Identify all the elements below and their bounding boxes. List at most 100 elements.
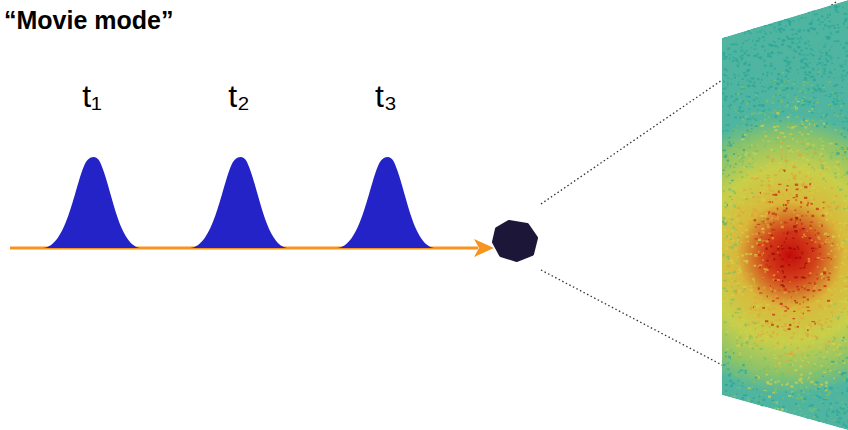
speckle-dot: [789, 61, 792, 62]
speckle-dot: [732, 60, 735, 62]
speckle-dot: [753, 306, 756, 308]
speckle-dot: [812, 120, 815, 121]
speckle-dot: [782, 40, 785, 42]
speckle-dot: [829, 387, 832, 389]
speckle-dot: [770, 208, 773, 209]
speckle-dot: [797, 372, 800, 373]
speckle-dot: [793, 322, 794, 324]
speckle-dot: [781, 158, 783, 159]
speckle-dot: [822, 87, 825, 88]
speckle-dot: [804, 415, 806, 416]
speckle-dot: [847, 136, 848, 138]
speckle-dot: [771, 45, 773, 47]
speckle-dot: [728, 374, 731, 376]
speckle-dot: [738, 356, 741, 357]
speckle-dot: [785, 409, 787, 411]
speckle-dot: [729, 196, 732, 198]
speckle-dot: [784, 19, 787, 21]
speckle-dot: [818, 169, 821, 171]
speckle-dot: [782, 246, 783, 247]
speckle-dot: [734, 192, 736, 194]
speckle-dot: [813, 198, 815, 200]
speckle-dot: [837, 244, 839, 246]
speckle-dot: [844, 20, 847, 22]
speckle-dot: [753, 412, 754, 414]
speckle-dot: [755, 163, 757, 164]
speckle-dot: [802, 157, 804, 159]
speckle-dot: [773, 354, 775, 355]
speckle-dot: [761, 45, 763, 47]
speckle-dot: [792, 291, 794, 292]
speckle-dot: [739, 260, 740, 262]
speckle-dot: [764, 221, 767, 223]
speckle-dot: [767, 177, 769, 178]
speckle-dot: [826, 122, 828, 123]
speckle-dot: [750, 5, 752, 7]
speckle-dot: [785, 156, 786, 158]
speckle-dot: [730, 165, 731, 167]
speckle-dot: [785, 384, 787, 386]
speckle-dot: [845, 285, 848, 287]
speckle-dot: [727, 78, 729, 79]
speckle-dot: [797, 378, 798, 379]
speckle-dot: [795, 33, 798, 35]
speckle-dot: [804, 206, 806, 208]
speckle-dot: [846, 381, 848, 382]
speckle-dot: [825, 58, 827, 60]
speckle-dot: [830, 315, 831, 316]
speckle-dot: [764, 31, 765, 32]
speckle-dot: [832, 152, 835, 154]
speckle-dot: [838, 309, 840, 311]
speckle-dot: [823, 173, 826, 175]
speckle-dot: [840, 276, 843, 277]
speckle-dot: [800, 201, 802, 203]
speckle-dot: [740, 324, 741, 326]
speckle-dot: [811, 351, 812, 352]
speckle-dot: [806, 333, 809, 335]
speckle-dot: [738, 63, 740, 64]
speckle-dot: [772, 194, 774, 196]
speckle-dot: [824, 64, 827, 66]
speckle-dot: [841, 392, 844, 394]
speckle-dot: [742, 160, 744, 162]
speckle-dot: [801, 122, 803, 124]
speckle-dot: [788, 413, 790, 414]
speckle-dot: [744, 372, 746, 374]
speckle-dot: [739, 250, 740, 252]
speckle-dot: [839, 372, 841, 374]
speckle-dot: [759, 348, 762, 350]
speckle-dot: [766, 242, 767, 244]
speckle-dot: [742, 42, 744, 44]
speckle-dot: [795, 351, 796, 353]
speckle-dot: [765, 429, 768, 430]
speckle-dot: [751, 405, 752, 406]
speckle-dot: [775, 407, 777, 408]
speckle-dot: [809, 23, 812, 25]
speckle-dot: [828, 345, 830, 347]
speckle-dot: [760, 120, 762, 122]
speckle-dot: [844, 200, 847, 202]
speckle-dot: [747, 54, 750, 55]
speckle-dot: [819, 387, 820, 388]
speckle-dot: [836, 414, 839, 416]
speckle-dot: [772, 183, 774, 185]
speckle-dot: [722, 106, 723, 107]
speckle-dot: [723, 280, 726, 282]
speckle-dot: [778, 212, 779, 214]
speckle-dot: [742, 409, 743, 411]
speckle-dot: [724, 142, 726, 144]
speckle-dot: [786, 74, 788, 75]
speckle-dot: [731, 199, 733, 200]
speckle-dot: [735, 214, 738, 215]
speckle-dot: [750, 17, 752, 19]
speckle-dot: [799, 125, 802, 127]
speckle-dot: [766, 417, 768, 418]
speckle-dot: [819, 50, 820, 51]
speckle-dot: [755, 238, 758, 239]
speckle-dot: [788, 150, 790, 152]
speckle-dot: [779, 425, 781, 427]
speckle-dot: [798, 90, 801, 92]
speckle-dot: [825, 44, 826, 45]
speckle-dot: [805, 381, 807, 383]
